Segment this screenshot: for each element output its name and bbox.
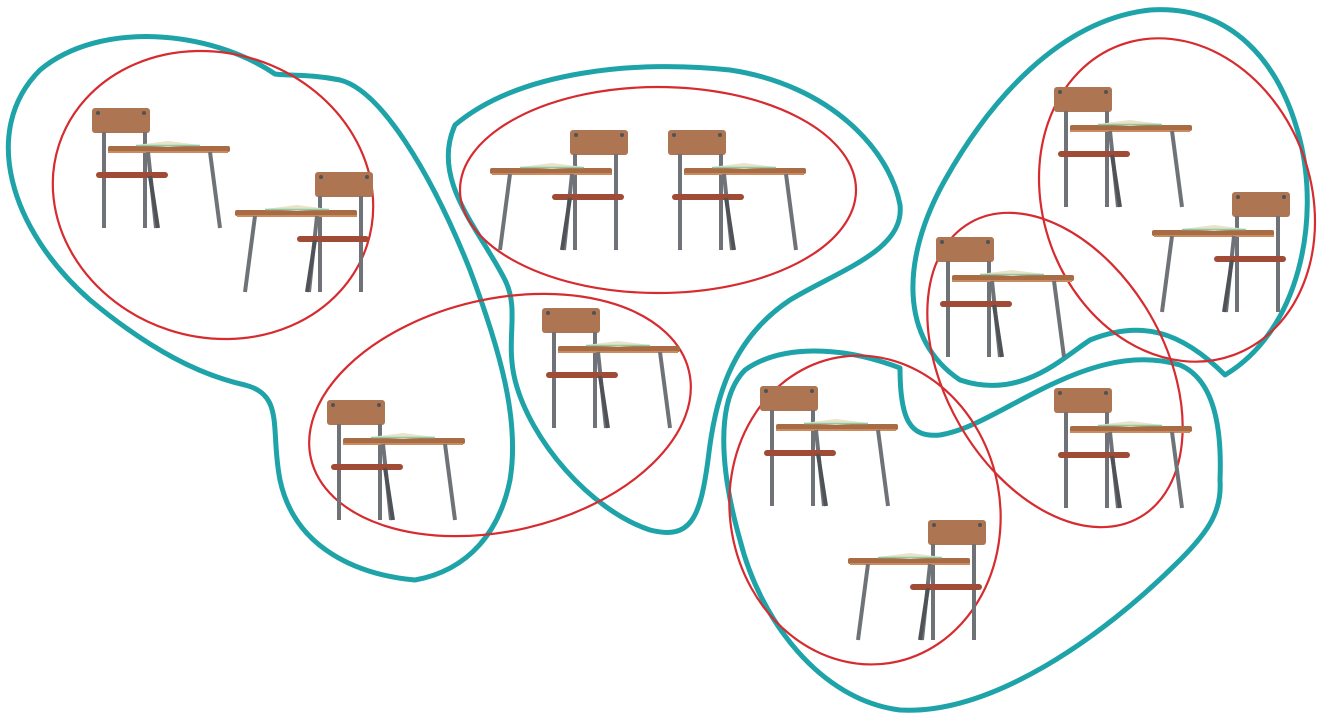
- outer-group-1: [8, 37, 512, 580]
- pair-group-5: [875, 168, 1236, 572]
- desk-3: [327, 400, 465, 520]
- desk-12: [848, 520, 986, 640]
- desk-11: [760, 386, 898, 506]
- desk-7: [1054, 87, 1192, 207]
- pair-groups: [15, 0, 1330, 686]
- desk-10: [1054, 388, 1192, 508]
- desk-8: [1152, 192, 1290, 312]
- pair-group-6: [705, 334, 1025, 686]
- desk-9: [936, 237, 1074, 357]
- pair-group-3: [460, 87, 856, 293]
- desk-6: [668, 130, 806, 250]
- desk-1: [92, 108, 230, 228]
- outer-groups: [8, 10, 1307, 711]
- desk-5: [490, 130, 628, 250]
